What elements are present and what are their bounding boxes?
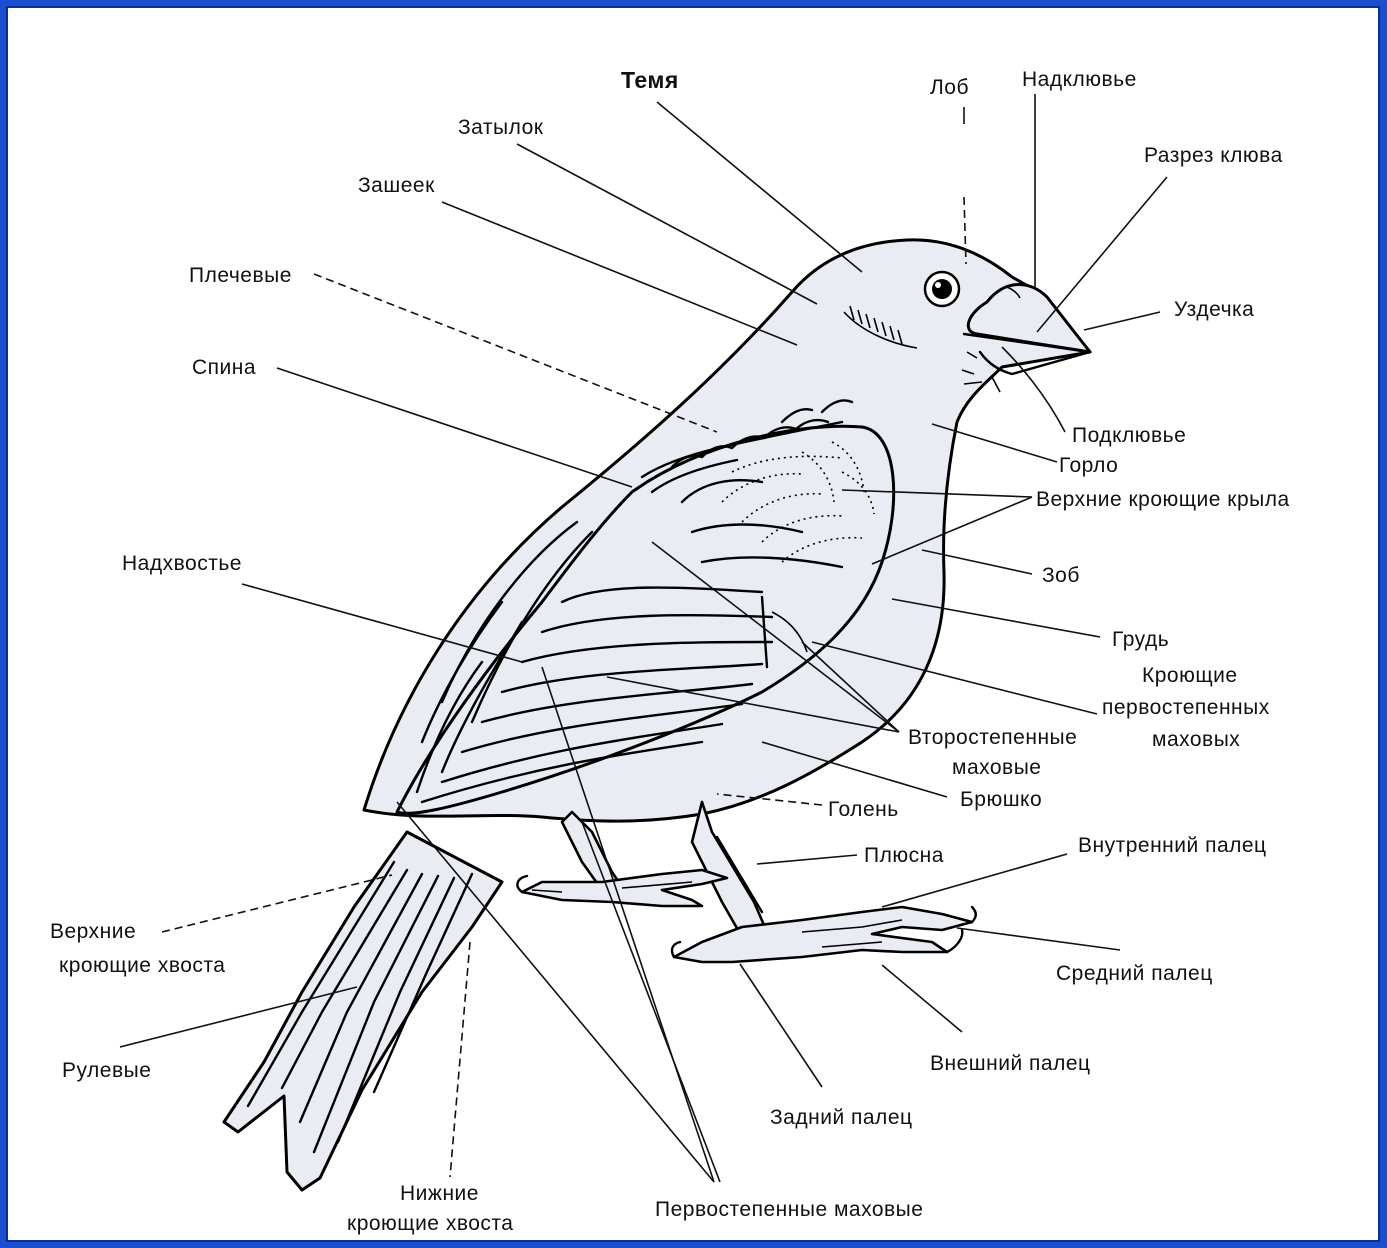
bird-anatomy-diagram: Темя Лоб Надклювье Затылок Разрез клюва … [8, 8, 1379, 1240]
label-plechevye: Плечевые [189, 264, 292, 287]
label-zasheek: Зашеек [358, 174, 435, 197]
label-kroyushchie-line3: маховых [1152, 728, 1240, 751]
label-vtorostepennye-line1: Второстепенные [908, 726, 1077, 749]
label-temya: Темя [621, 67, 679, 93]
label-nadkhvoste: Надхвостье [122, 552, 242, 575]
bird-illustration [224, 240, 1090, 1190]
label-vnutrenniy-palets: Внутренний палец [1078, 834, 1267, 857]
label-nizhnie-kroyushchie-line2: кроющие хвоста [347, 1212, 513, 1235]
label-zob: Зоб [1042, 564, 1080, 587]
tail [224, 832, 502, 1190]
label-zatylok: Затылок [458, 116, 544, 139]
diagram-frame: Темя Лоб Надклювье Затылок Разрез клюва … [6, 6, 1380, 1242]
label-rulevye: Рулевые [62, 1059, 151, 1082]
label-pervostepennye-makhovye: Первостепенные маховые [655, 1198, 923, 1221]
label-bryushko: Брюшко [960, 788, 1042, 811]
label-razrez-klyuva: Разрез клюва [1144, 144, 1283, 167]
label-grud: Грудь [1112, 628, 1169, 651]
label-kroyushchie-line1: Кроющие [1142, 664, 1238, 687]
label-sredniy-palets: Средний палец [1056, 962, 1213, 985]
label-gorlo: Горло [1059, 454, 1118, 477]
label-lob: Лоб [930, 76, 969, 99]
label-vneshniy-palets: Внешний палец [930, 1052, 1091, 1075]
label-verkhnie-kroyushchie-khvosta-line2: кроющие хвоста [59, 954, 225, 977]
label-nizhnie-kroyushchie-line1: Нижние [400, 1182, 479, 1205]
label-nadklyuve: Надклювье [1022, 68, 1137, 91]
label-verkhnie-kroyushchie-kryla: Верхние кроющие крыла [1036, 488, 1290, 511]
label-golen: Голень [828, 798, 899, 821]
label-spina: Спина [192, 356, 256, 379]
label-uzdechka: Уздечка [1174, 298, 1254, 321]
label-kroyushchie-line2: первостепенных [1102, 696, 1270, 719]
label-plyusna: Плюсна [864, 844, 944, 867]
label-zadniy-palets: Задний палец [770, 1106, 913, 1129]
label-vtorostepennye-line2: маховые [952, 756, 1042, 779]
label-verkhnie-kroyushchie-khvosta-line1: Верхние [50, 920, 136, 943]
label-podklyuve: Подклювье [1072, 424, 1186, 447]
near-foot [674, 907, 972, 962]
